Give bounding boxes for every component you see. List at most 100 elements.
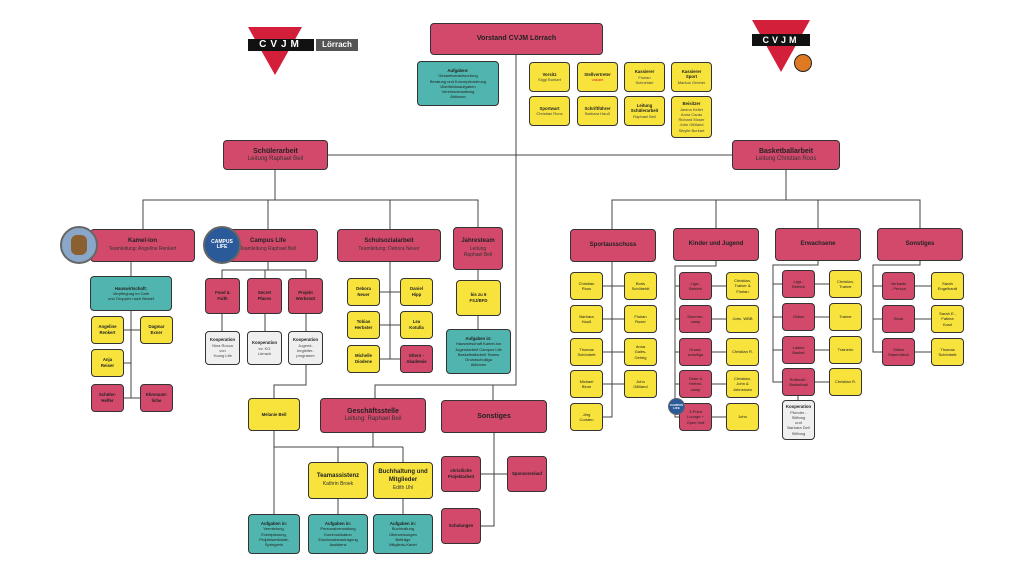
- item-node[interactable]: Sponsorenlauf: [507, 456, 547, 492]
- lead-node[interactable]: Christian, John & Johnstown: [726, 370, 759, 398]
- lead-node[interactable]: Sarah Engelhardt: [931, 272, 964, 300]
- node-lead: Teamleitung: Debora Neuer: [358, 246, 420, 253]
- group-node[interactable]: Rollstuhl - Basketball: [782, 368, 815, 396]
- person-node[interactable]: Michael Blum: [570, 370, 603, 398]
- person-node[interactable]: Lea Kotulla: [400, 311, 433, 339]
- person-node[interactable]: Daniel Hipp: [400, 278, 433, 306]
- group-node[interactable]: Kiosk: [882, 305, 915, 333]
- role: Stellvertreter: [584, 71, 611, 77]
- lead-node[interactable]: Trainer: [829, 303, 862, 331]
- node-title: Hauswirtschaft:: [114, 285, 148, 291]
- group-node[interactable]: Grund- schulliga: [679, 338, 712, 366]
- node-text: Verpflegung im Café und Gruppen nach Bed…: [107, 291, 155, 302]
- group-node[interactable]: Schüler- Helfer: [91, 384, 124, 412]
- group-node[interactable]: Oldies Stammtisch: [882, 338, 915, 366]
- name: Rollstuhl - Basketball: [789, 376, 808, 387]
- group-node[interactable]: Liga - Betrieb: [782, 270, 815, 298]
- name: Dagmar Exner: [148, 324, 165, 335]
- name: Christian Roos: [536, 111, 563, 117]
- sportausschuss-node[interactable]: Sportausschuss: [570, 229, 656, 262]
- person-node[interactable]: Anja Reiser: [91, 349, 124, 377]
- name: Barbara Hauß: [584, 111, 611, 117]
- group-node[interactable]: Verkaufs - Person: [882, 272, 915, 300]
- node-title: Kamel-ion: [127, 238, 157, 245]
- person-node[interactable]: Tobias Herbster: [347, 311, 380, 339]
- person-node[interactable]: Dagmar Exner: [140, 316, 173, 344]
- person-node[interactable]: Florian Ruser: [624, 305, 657, 333]
- title: Aufgaben in:: [260, 520, 288, 526]
- person-node[interactable]: Michelle Diodene: [347, 345, 380, 373]
- person-node[interactable]: Boris Schöbeldt: [624, 272, 657, 300]
- group-node[interactable]: Eltern - Akademie: [400, 345, 433, 373]
- camel-icon: [71, 235, 87, 255]
- text: Personalverwaltung Kommunikation Zuschus…: [318, 526, 358, 547]
- name: Anna Gales- Gehrig: [634, 344, 647, 360]
- person-node[interactable]: Barbara Hauß: [570, 305, 603, 333]
- lead-node[interactable]: Christian R.: [726, 338, 759, 366]
- board-node[interactable]: Vorstand CVJM Lörrach: [430, 23, 603, 55]
- kinder-jugend-node[interactable]: Kinder und Jugend: [673, 228, 759, 261]
- item-node[interactable]: Schulungen: [441, 508, 481, 544]
- name: Liga - Betrieb: [792, 278, 805, 289]
- group-node[interactable]: Sommer- camp: [679, 305, 712, 333]
- name: Verkaufs - Person: [890, 280, 907, 291]
- erwachsene-node[interactable]: Erwachsene: [775, 228, 861, 261]
- name: Debora Neuer: [356, 286, 371, 297]
- lead-node[interactable]: John, WBB: [726, 305, 759, 333]
- program-node[interactable]: Food & Faith: [205, 278, 240, 314]
- lead-node[interactable]: Christian, Trainer & Florian: [726, 272, 759, 300]
- basketball-sonstiges-node[interactable]: Sonstiges: [877, 228, 963, 261]
- lead-node[interactable]: Trainerin: [829, 336, 862, 364]
- lead-node[interactable]: Sarah E., Fatima Kurzl: [931, 305, 964, 333]
- hauswirtschaft-node[interactable]: Hauswirtschaft:Verpflegung im Café und G…: [90, 276, 172, 311]
- group-node[interactable]: Ehrenamt- liche: [140, 384, 173, 412]
- text: Buchhaltung Überweisungen Beiträge Mitgl…: [389, 526, 417, 547]
- program-node[interactable]: Secret Places: [247, 278, 282, 314]
- title: Aufgaben in:: [465, 335, 492, 341]
- person-node[interactable]: Thomas Schönbett: [570, 338, 603, 366]
- person-node[interactable]: Christian Roos: [570, 272, 603, 300]
- group-node[interactable]: Oster & Herbst- camp: [679, 370, 712, 398]
- program-node[interactable]: Projekt Werkstatt: [288, 278, 323, 314]
- role: Vorsitz: [542, 71, 557, 77]
- camel-mascot-avatar: [60, 226, 98, 264]
- person-node[interactable]: Melanie Beil: [248, 398, 300, 431]
- lead-node[interactable]: John: [726, 403, 759, 431]
- group-node[interactable]: Oldies: [782, 303, 815, 331]
- tasks-text: Gesamtverantwortung Beratung und Konzept…: [429, 73, 487, 100]
- person-node[interactable]: John Gilliland: [624, 370, 657, 398]
- sonstiges-node[interactable]: Sonstiges: [441, 400, 547, 433]
- fsj-node[interactable]: bis zu 6 FSJ/BFD: [456, 280, 501, 316]
- person-node[interactable]: Jörg Corsten: [570, 403, 603, 431]
- person-node[interactable]: Anna Gales- Gehrig: [624, 338, 657, 366]
- lead-node[interactable]: Christian, Trainer: [829, 270, 862, 298]
- group-node[interactable]: Ladies Basket: [782, 336, 815, 364]
- item-node[interactable]: christliche Projektarbeit: [441, 456, 481, 492]
- person-node[interactable]: Debora Neuer: [347, 278, 380, 306]
- lead-node[interactable]: Christian R.: [829, 368, 862, 396]
- group-node[interactable]: Liga - Betrieb: [679, 272, 712, 300]
- name: John: [738, 414, 747, 420]
- lead-node[interactable]: Thomas Schönbett: [931, 338, 964, 366]
- person-node[interactable]: Angeline Renkert: [91, 316, 124, 344]
